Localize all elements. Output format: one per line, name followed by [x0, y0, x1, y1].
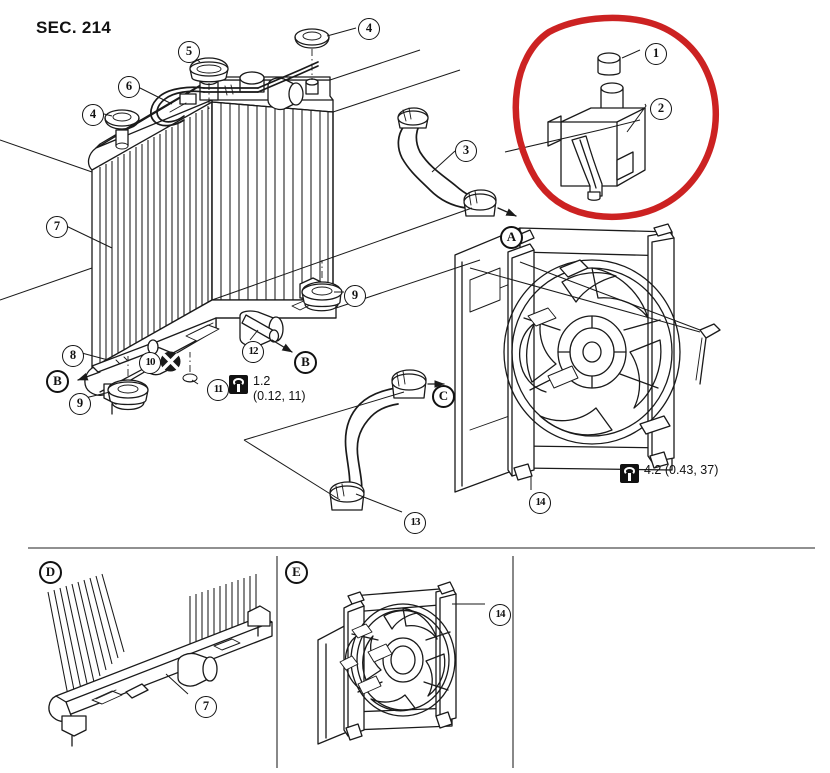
panel-letter-d[interactable]: D: [39, 561, 62, 584]
leader-lines: [0, 27, 647, 513]
callout-7[interactable]: 7: [46, 216, 68, 238]
bracket-pin-part: [241, 314, 293, 353]
torque-spec-1: 1.2 (0.12, 11): [229, 374, 306, 404]
section-letter-b-pin[interactable]: B: [294, 351, 317, 374]
callout-4-left[interactable]: 4: [82, 104, 104, 126]
torque-spec-1-value: 1.2 (0.12, 11): [253, 374, 306, 403]
upper-radiator-hose-part: [397, 107, 517, 217]
callout-9-lower[interactable]: 9: [69, 393, 91, 415]
callout-8[interactable]: 8: [62, 345, 84, 367]
callout-2[interactable]: 2: [650, 98, 672, 120]
lower-radiator-hose-part: [329, 369, 445, 511]
non-reusable-part-icon: [160, 351, 181, 372]
callout-12[interactable]: 12: [242, 341, 264, 363]
callout-9-right[interactable]: 9: [344, 285, 366, 307]
insulator-lower-part: [107, 356, 149, 411]
callout-4-right[interactable]: 4: [358, 18, 380, 40]
torque-spec-2-value: 4.2 (0.43, 37): [644, 463, 719, 477]
panel-e-callout-14[interactable]: 14: [489, 604, 511, 626]
reservoir-hose-part: [150, 61, 319, 127]
cooling-fan-assembly-part: [454, 223, 721, 493]
insulator-right-part: [301, 260, 343, 312]
grommet-left-part: [104, 109, 140, 150]
callout-6[interactable]: 6: [118, 76, 140, 98]
callout-5[interactable]: 5: [178, 41, 200, 63]
section-letter-b-drain[interactable]: B: [46, 370, 69, 393]
callout-13[interactable]: 13: [404, 512, 426, 534]
reservoir-tank-part: [504, 52, 646, 201]
grommet-right-part: [294, 28, 330, 80]
radiator-cap-part: [189, 57, 229, 112]
callout-14[interactable]: 14: [529, 492, 551, 514]
torque-wrench-icon: [229, 375, 248, 394]
callout-11[interactable]: 11: [207, 379, 229, 401]
section-letter-c[interactable]: C: [432, 385, 455, 408]
section-letter-a[interactable]: A: [500, 226, 523, 249]
callout-3[interactable]: 3: [455, 140, 477, 162]
panel-d-artwork: [47, 573, 273, 747]
o-ring-part: [182, 352, 198, 383]
callout-1[interactable]: 1: [645, 43, 667, 65]
torque-spec-2: 4.2 (0.43, 37): [620, 463, 718, 483]
callout-10[interactable]: 10: [139, 352, 161, 374]
panel-e-artwork: [317, 581, 485, 745]
panel-dividers: [28, 547, 815, 768]
panel-d-callout-7[interactable]: 7: [195, 696, 217, 718]
panel-letter-e[interactable]: E: [285, 561, 308, 584]
torque-wrench-icon: [620, 464, 639, 483]
section-title: SEC. 214: [36, 18, 112, 37]
